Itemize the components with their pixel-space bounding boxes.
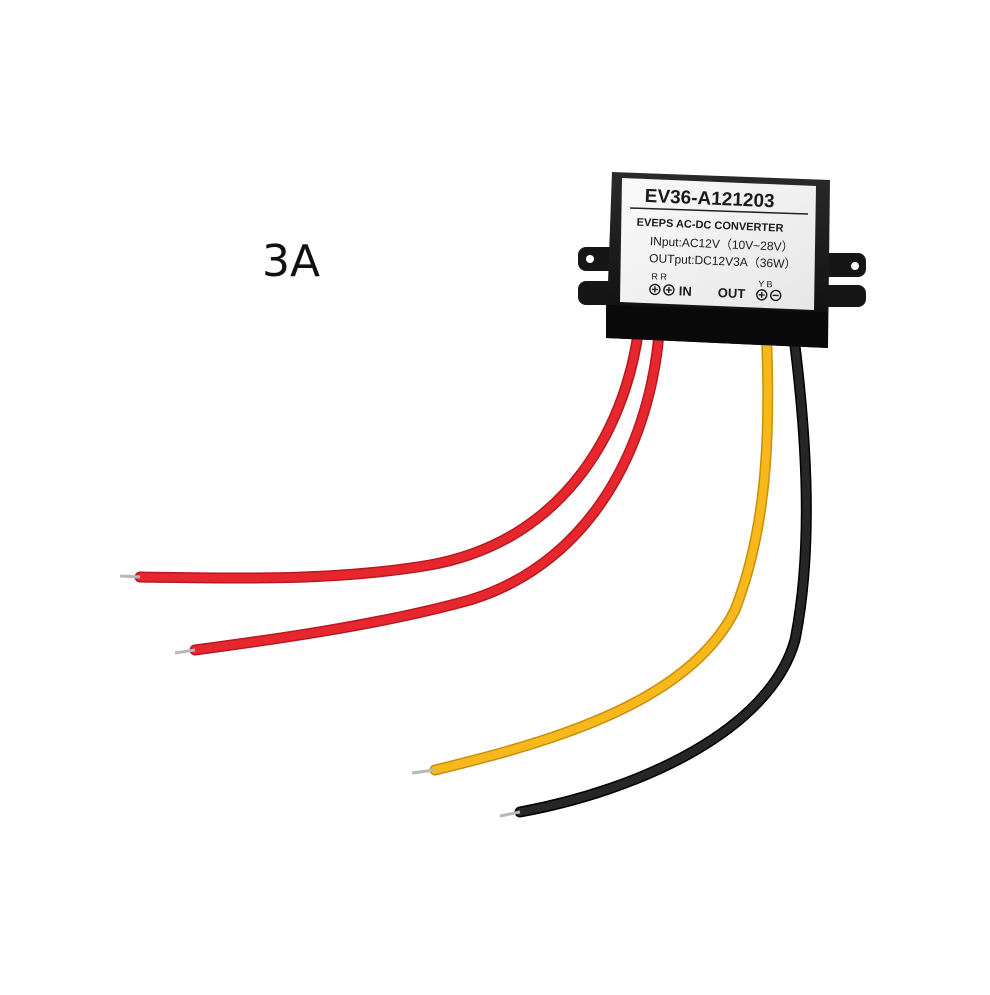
wire-red-2 [175,318,660,653]
wire-red-1 [120,318,640,578]
wire-yellow [412,322,768,773]
wire-code-right: Y B [758,279,773,290]
current-rating-caption: 3A [262,240,320,284]
in-label: IN [679,283,693,299]
wire-code-left: R R [651,271,667,282]
out-label: OUT [717,285,745,301]
wire-tip [120,576,140,577]
